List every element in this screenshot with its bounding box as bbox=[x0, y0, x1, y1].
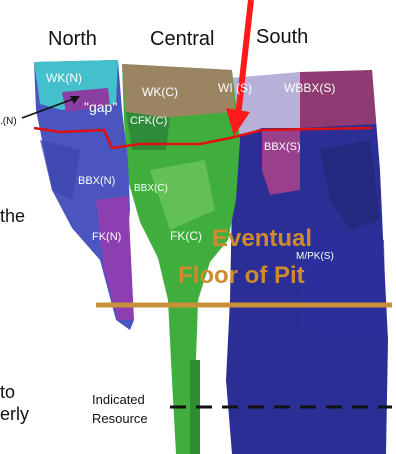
pit-label-line2: Floor of Pit bbox=[178, 262, 305, 289]
zone-label-wk-c: WK(C) bbox=[142, 85, 178, 99]
cut-text-the: the bbox=[0, 206, 25, 227]
pit-label-line1: Eventual bbox=[212, 225, 312, 252]
zone-label-wk-s: WI (S) bbox=[218, 81, 252, 95]
resource-label-line1: Indicated bbox=[92, 392, 145, 407]
zone-label-bbx-c: BBX(C) bbox=[134, 183, 168, 194]
header-north: North bbox=[48, 28, 97, 51]
red-arrow bbox=[226, 0, 251, 136]
zone-label-fk-c: FK(C) bbox=[170, 229, 202, 243]
zone-label-bbx-s: BBX(S) bbox=[264, 141, 301, 153]
header-central: Central bbox=[150, 28, 214, 51]
zone-label-bbx-n: BBX(N) bbox=[78, 175, 115, 187]
zone-label-cfk-c: CFK(C) bbox=[130, 115, 167, 127]
zone-label-wbbx-s: WBBX(S) bbox=[284, 81, 335, 95]
zone-label-wk-n: WK(N) bbox=[46, 71, 82, 85]
cut-text-erly: erly bbox=[0, 404, 29, 425]
zone-label-fk-n: FK(N) bbox=[92, 231, 121, 243]
zone-label-mpk-s: M/PK(S) bbox=[296, 251, 334, 262]
header-south: South bbox=[256, 26, 308, 49]
zone-label-gap: "gap" bbox=[84, 99, 117, 115]
resource-label-line2: Resource bbox=[92, 411, 148, 426]
cut-text-to: to bbox=[0, 382, 15, 403]
zone-label-n-left: .(N) bbox=[0, 116, 17, 127]
